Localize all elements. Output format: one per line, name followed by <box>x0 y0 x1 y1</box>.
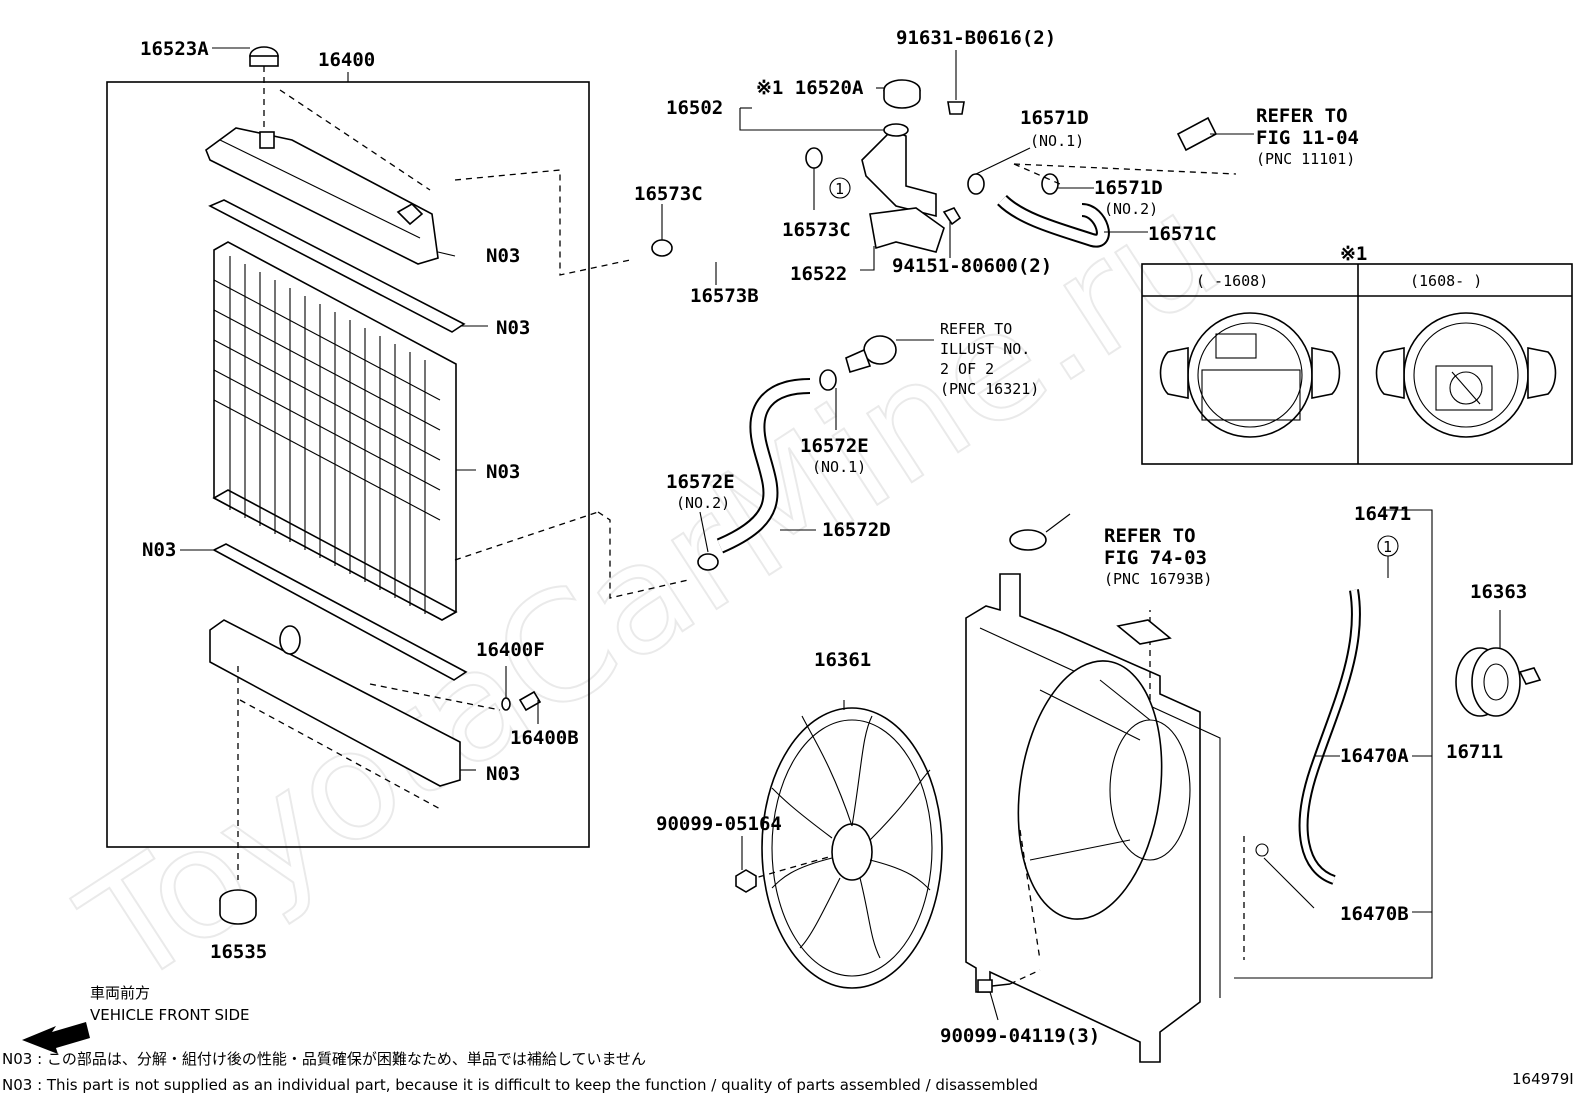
ref-illust-line1: REFER TO <box>940 320 1012 338</box>
callout-1-text: 1 <box>835 180 844 198</box>
ref-fig-11-04-line2: FIG 11-04 <box>1256 127 1359 149</box>
upper-gasket <box>208 199 466 333</box>
label-91631: 91631-B0616(2) <box>896 27 1056 49</box>
label-16573C-2: 16573C <box>782 219 851 241</box>
label-n03-upper-tank: N03 <box>486 245 520 267</box>
ref-illust-line4: (PNC 16321) <box>940 380 1039 398</box>
drain-plug <box>501 666 542 724</box>
thermostat-housing <box>845 335 934 373</box>
lower-gasket <box>212 543 468 681</box>
inset-left-header: ( -1608) <box>1196 272 1268 290</box>
label-16573B: 16573B <box>690 285 759 307</box>
reservoir-tank-shroud <box>965 573 1221 1063</box>
label-16470B: 16470B <box>1340 903 1409 925</box>
callout-circle-1 <box>829 177 851 199</box>
upper-hose <box>702 149 765 285</box>
reservoir-hose <box>1243 535 1399 960</box>
label-94151: 94151-80600(2) <box>892 255 1052 277</box>
label-16573C-1: 16573C <box>634 183 703 205</box>
nut-90099-05164 <box>735 836 757 893</box>
label-16711: 16711 <box>1446 741 1503 763</box>
label-16363: 16363 <box>1470 581 1527 603</box>
label-n03-core: N03 <box>486 461 520 483</box>
label-16571D-2: 16571D <box>1094 177 1163 199</box>
lower-hose <box>597 369 837 599</box>
water-outlet <box>739 107 937 218</box>
ref-illust-line3: 2 OF 2 <box>940 360 994 378</box>
label-16471: 16471 <box>1354 503 1411 525</box>
pipe-ref-11-04 <box>1176 116 1254 152</box>
radiator-mount-cushion <box>219 889 257 925</box>
label-16535: 16535 <box>210 941 267 963</box>
label-n03-upper-gasket: N03 <box>496 317 530 339</box>
figure-id: 164979I <box>1512 1070 1574 1088</box>
hose-clamp-16573C <box>651 204 673 257</box>
label-90099-05164: 90099-05164 <box>656 813 782 835</box>
ref-illust-line2: ILLUST NO. <box>940 340 1030 358</box>
radiator-drain-cap <box>212 46 279 135</box>
radiator-cap-variants-inset <box>1141 263 1573 465</box>
label-16522: 16522 <box>790 263 847 285</box>
label-n03-lower-tank: N03 <box>486 763 520 785</box>
note-en: N03 : This part is not supplied as an in… <box>2 1076 1038 1094</box>
inset-marker: ※1 <box>1340 243 1367 265</box>
bolt-91631 <box>947 50 965 115</box>
label-no2-16572E: (NO.2) <box>676 494 730 512</box>
ref-fig-74-03-line2: FIG 74-03 <box>1104 547 1207 569</box>
bypass-hose <box>967 147 1237 248</box>
label-16523A: 16523A <box>140 38 209 60</box>
label-16502: 16502 <box>666 97 723 119</box>
ref-fig-74-03-line1: REFER TO <box>1104 525 1196 547</box>
label-no1-16572E: (NO.1) <box>812 458 866 476</box>
label-16400B: 16400B <box>510 727 579 749</box>
label-16572E-2: 16572E <box>666 471 735 493</box>
label-n03-lower-gasket: N03 <box>142 539 176 561</box>
group-bracket-16711 <box>1234 509 1433 979</box>
direction-jp: 車両前方 <box>90 984 150 1002</box>
label-no1-16571D: (NO.1) <box>1030 132 1084 150</box>
label-16572E-1: 16572E <box>800 435 869 457</box>
bolt-90099-04119 <box>977 969 1041 1021</box>
vehicle-front-arrow <box>22 1022 90 1054</box>
label-16571D-1: 16571D <box>1020 107 1089 129</box>
label-no2-16571D: (NO.2) <box>1104 200 1158 218</box>
label-90099-04119: 90099-04119(3) <box>940 1025 1100 1047</box>
label-16400: 16400 <box>318 49 375 71</box>
ref-fig-11-04-line1: REFER TO <box>1256 105 1348 127</box>
upper-tank <box>205 89 456 265</box>
fan-motor <box>1455 610 1542 717</box>
ref-fig-74-03-line3: (PNC 16793B) <box>1104 570 1212 588</box>
caution-label <box>1116 619 1172 645</box>
lower-tank <box>209 619 501 880</box>
reservoir-cap <box>1009 513 1071 551</box>
hose-clamp-16573C-2 <box>805 147 823 210</box>
bracket <box>860 207 962 271</box>
label-16572D: 16572D <box>822 519 891 541</box>
label-16520A: ※1 16520A <box>756 77 864 99</box>
label-16571C: 16571C <box>1148 223 1217 245</box>
callout-1b-text: 1 <box>1383 538 1392 556</box>
label-16400F: 16400F <box>476 639 545 661</box>
direction-en: VEHICLE FRONT SIDE <box>90 1006 250 1024</box>
cooling-fan <box>747 700 943 989</box>
note-jp: N03 : この部品は、分解・組付け後の性能・品質確保が困難なため、単品では補給… <box>2 1050 646 1068</box>
label-16470A: 16470A <box>1340 745 1409 767</box>
inset-right-header: (1608- ) <box>1410 272 1482 290</box>
radiator-core <box>212 169 631 621</box>
ref-fig-11-04-line3: (PNC 11101) <box>1256 150 1355 168</box>
label-16361: 16361 <box>814 649 871 671</box>
part-labels: 16523A 16400 N03 N03 N03 N03 N03 16400F … <box>2 27 1574 1094</box>
radiator-cap <box>876 79 921 109</box>
